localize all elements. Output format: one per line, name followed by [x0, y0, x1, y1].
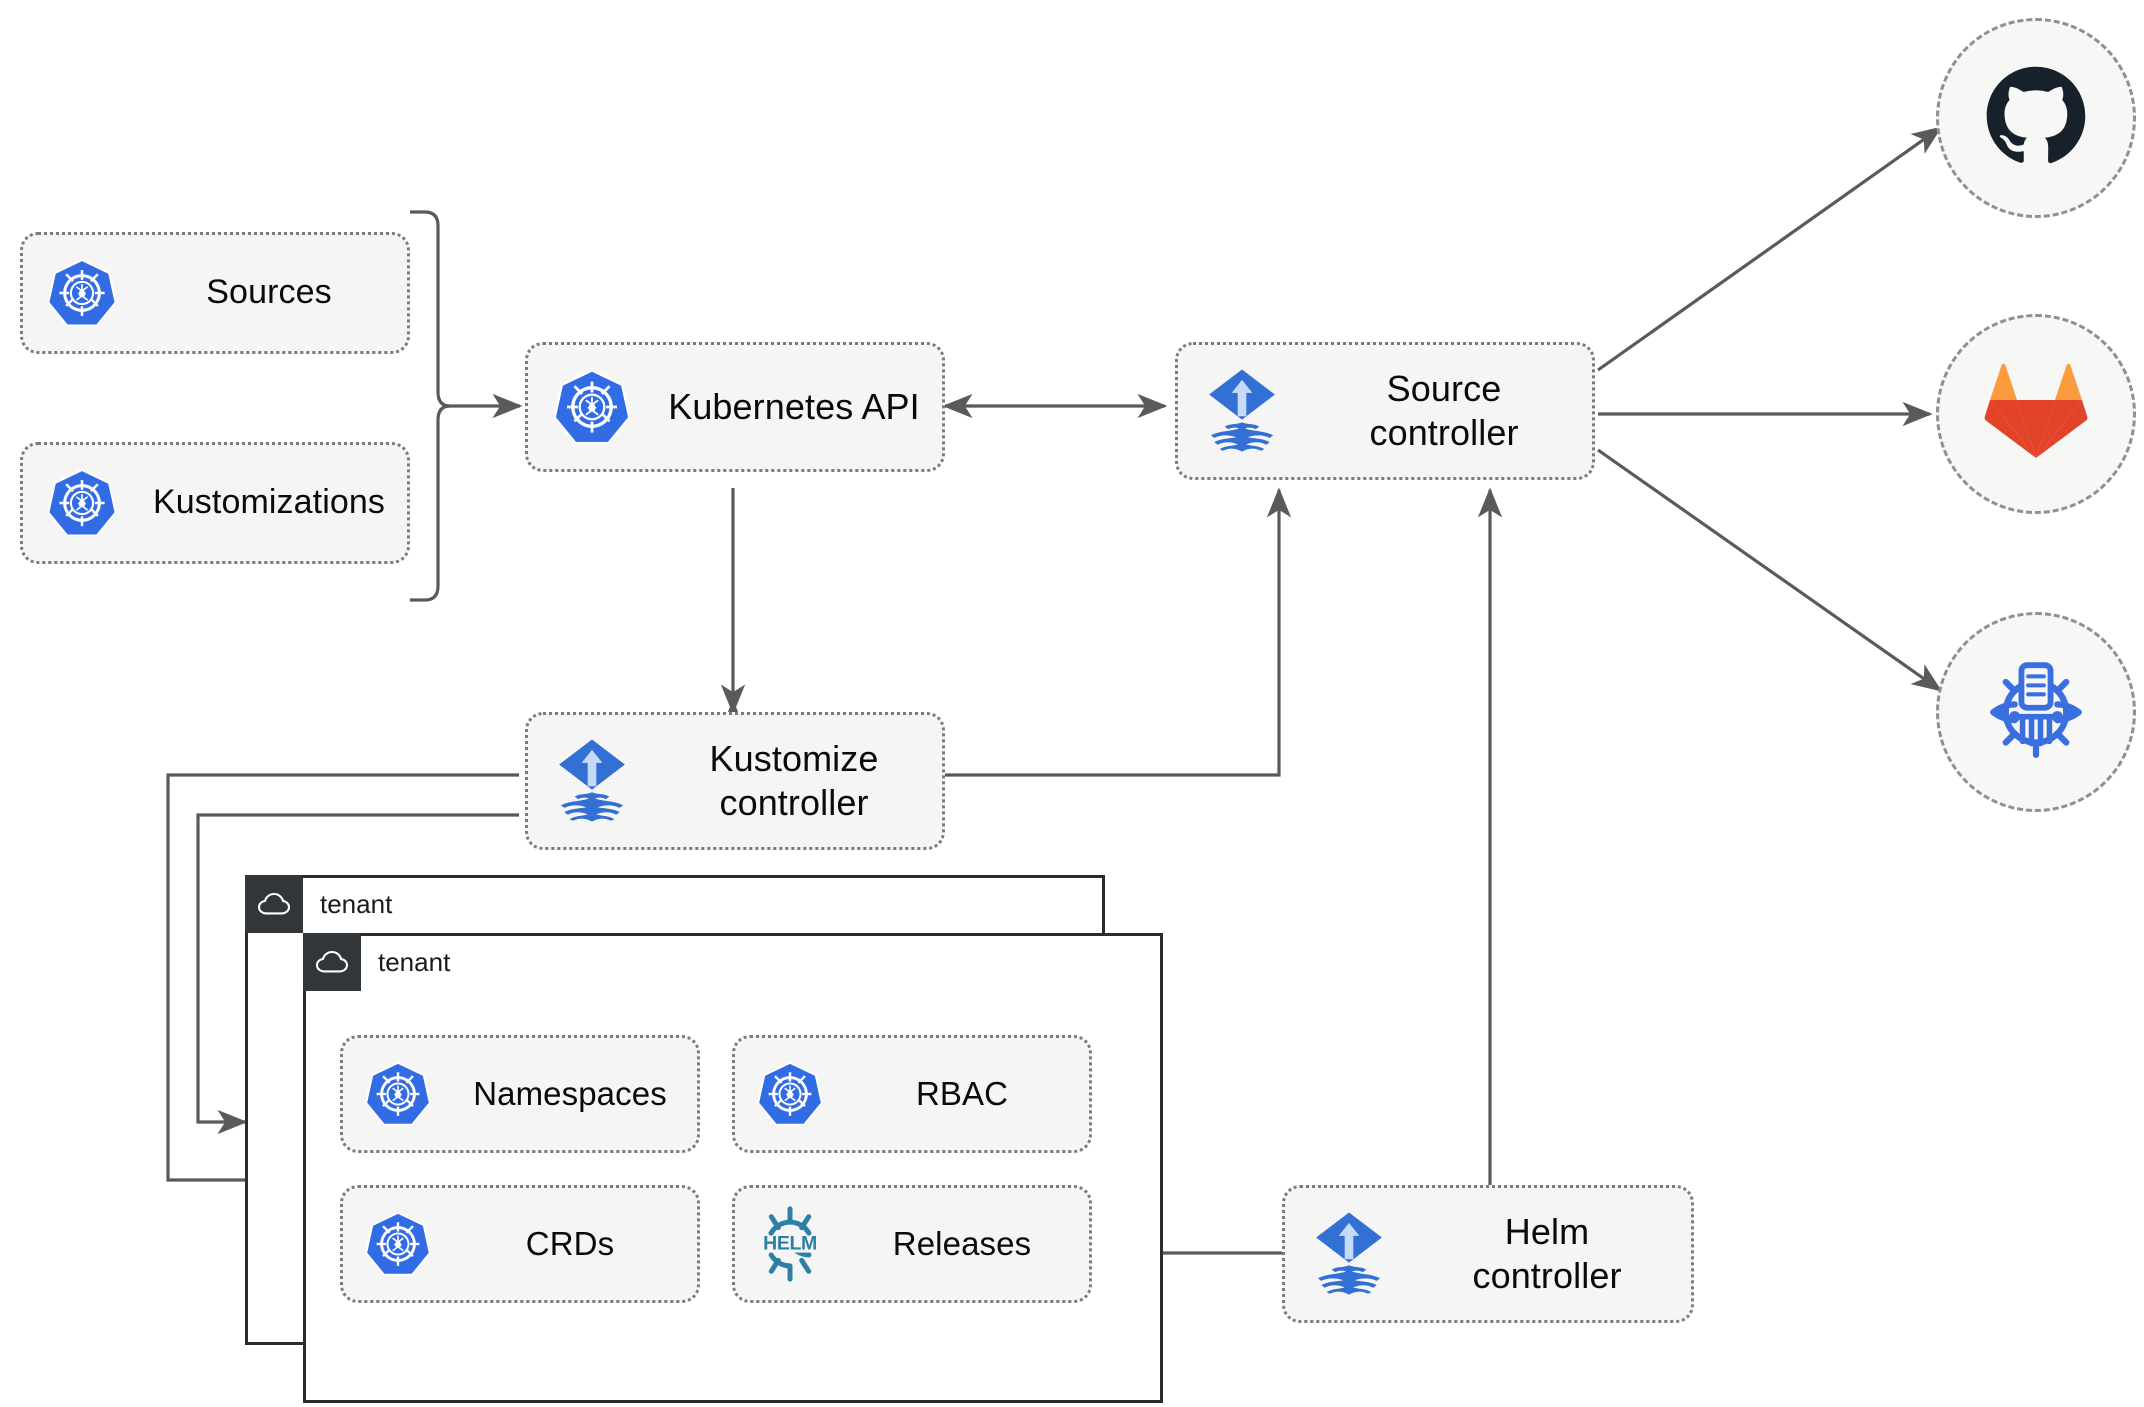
edge-source-to-helm-charts	[1597, 448, 1943, 692]
provider-gitlab[interactable]	[1936, 314, 2136, 514]
cloud-icon	[303, 933, 361, 991]
node-crds[interactable]: CRDs	[340, 1185, 700, 1303]
node-kustomize-controller[interactable]: Kustomize controller	[525, 712, 945, 850]
kubernetes-icon	[23, 256, 141, 330]
node-kustomizations-label: Kustomizations	[153, 483, 385, 522]
kubernetes-icon	[528, 366, 656, 448]
node-sources-label: Sources	[206, 273, 332, 312]
flux-icon	[1178, 366, 1306, 456]
kubernetes-icon	[343, 1059, 453, 1129]
node-crds-label: CRDs	[525, 1224, 615, 1262]
node-sources[interactable]: Sources	[20, 232, 410, 354]
kubernetes-icon	[23, 466, 141, 540]
tenant-tab-outer	[245, 875, 303, 933]
node-helm-controller-label: Helm controller	[1472, 1211, 1622, 1296]
helm-wheel-icon	[1980, 654, 2092, 771]
svg-text:HELM: HELM	[763, 1232, 817, 1254]
tenant-label-outer: tenant	[320, 888, 393, 919]
node-namespaces[interactable]: Namespaces	[340, 1035, 700, 1153]
helm-icon: HELM	[735, 1205, 845, 1283]
edge-sources-brace	[410, 210, 451, 602]
node-kubernetes-api[interactable]: Kubernetes API	[525, 342, 945, 472]
node-helm-controller[interactable]: Helm controller	[1282, 1185, 1694, 1323]
provider-github[interactable]	[1936, 18, 2136, 218]
node-releases-label: Releases	[892, 1224, 1032, 1262]
gitlab-icon	[1984, 362, 2088, 467]
node-releases[interactable]: HELM Releases	[732, 1185, 1092, 1303]
node-source-controller-label: Source controller	[1369, 368, 1519, 453]
node-kubernetes-api-label: Kubernetes API	[668, 386, 920, 428]
node-namespaces-label: Namespaces	[473, 1074, 667, 1112]
kubernetes-icon	[343, 1209, 453, 1279]
edge-source-to-github	[1597, 126, 1943, 372]
node-rbac-label: RBAC	[915, 1074, 1009, 1112]
node-rbac[interactable]: RBAC	[732, 1035, 1092, 1153]
flux-icon	[1285, 1209, 1413, 1299]
kubernetes-icon	[735, 1059, 845, 1129]
github-icon	[1980, 60, 2092, 177]
flux-icon	[528, 736, 656, 826]
node-source-controller[interactable]: Source controller	[1175, 342, 1595, 480]
tenant-label-inner: tenant	[378, 946, 451, 977]
provider-helm-charts[interactable]	[1936, 612, 2136, 812]
edge-kustomize-to-source	[945, 487, 1292, 777]
tenant-tab-inner	[303, 933, 361, 991]
cloud-icon	[245, 875, 303, 933]
node-kustomizations[interactable]: Kustomizations	[20, 442, 410, 564]
node-kustomize-controller-label: Kustomize controller	[709, 738, 879, 823]
tenant-container-inner: tenant	[303, 933, 1163, 1403]
